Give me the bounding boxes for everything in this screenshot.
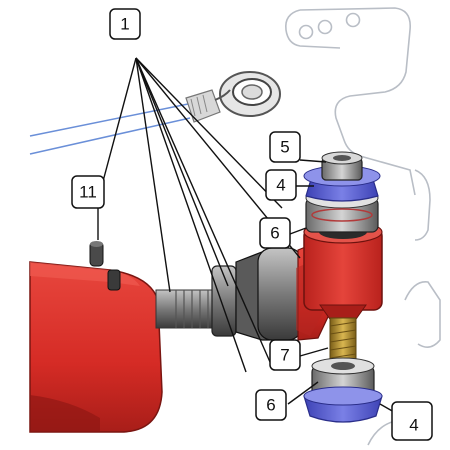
svg-text:6: 6: [266, 396, 275, 415]
cable-line: [29, 103, 191, 155]
lower-bearing-stack: [303, 357, 383, 423]
svg-text:6: 6: [270, 224, 279, 243]
rod-end-icon: [185, 71, 281, 123]
svg-text:1: 1: [120, 15, 129, 34]
spindle-shaft: [155, 247, 306, 341]
bracket-plate-icon: [284, 7, 441, 446]
callout-4-top: 4: [265, 169, 297, 201]
svg-text:4: 4: [409, 416, 418, 435]
callout-6-lower: 6: [255, 389, 287, 421]
callout-5: 5: [269, 131, 301, 163]
callout-11: 11: [71, 175, 105, 209]
callout-1: 1: [109, 8, 141, 40]
callout-6-upper: 6: [259, 217, 291, 249]
callout-7: 7: [269, 339, 301, 371]
upper-bearing-stack: [303, 151, 381, 233]
callout-4-bottom: 4: [391, 401, 433, 441]
svg-text:5: 5: [280, 138, 289, 157]
svg-text:4: 4: [276, 176, 285, 195]
svg-text:7: 7: [280, 346, 289, 365]
svg-text:11: 11: [79, 183, 97, 202]
red-housing: [29, 241, 163, 433]
